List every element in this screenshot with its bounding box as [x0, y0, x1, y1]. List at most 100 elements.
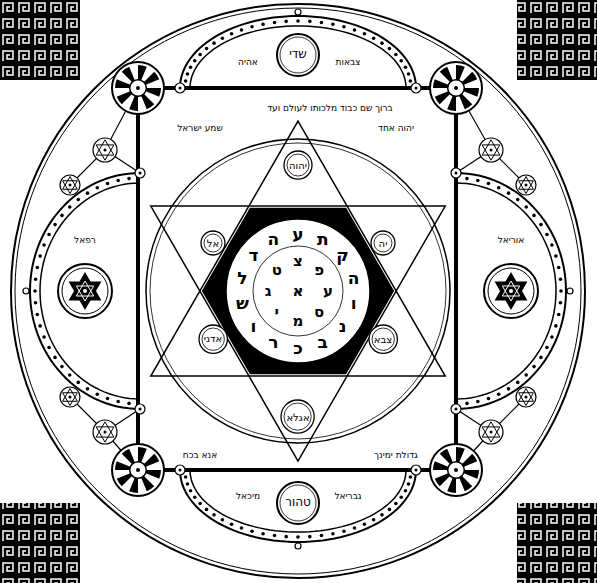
- arch-bead: [399, 59, 403, 63]
- arch-bead: [116, 179, 120, 183]
- circle-outline: [199, 325, 227, 353]
- circle-inner-outline: [284, 403, 311, 430]
- arch-curl: [23, 288, 29, 294]
- arch-bead: [409, 79, 413, 83]
- inscription: גדולת ימינך: [372, 450, 420, 461]
- wheel-hub: [448, 462, 465, 479]
- star-ornament: [60, 175, 80, 195]
- ring-ornament: [451, 404, 461, 414]
- medallion-dot: [83, 289, 87, 293]
- arch-bead: [34, 277, 38, 281]
- ornament-triangle: [519, 177, 534, 190]
- ring-ornament: [411, 83, 421, 93]
- hebrew-letter: נ: [339, 317, 347, 336]
- arch-inner: [456, 183, 556, 399]
- hebrew-letter: ע: [292, 225, 303, 244]
- arch-bead: [261, 532, 265, 536]
- arch-bead: [524, 205, 528, 209]
- arch-bead: [331, 532, 335, 536]
- arch-bead: [76, 198, 80, 202]
- ornament-triangle: [63, 181, 78, 194]
- arch-bead: [394, 53, 398, 57]
- letter-wheel: עתקהונבכרושלדהצפעסמיגטא: [225, 218, 371, 364]
- hebrew-letter: ג: [265, 283, 272, 300]
- arch-bead: [516, 198, 520, 202]
- arch-bead: [184, 79, 188, 83]
- medallion-dot: [509, 289, 513, 293]
- arch-bead: [240, 526, 244, 530]
- arch-bead: [409, 475, 413, 479]
- arch-bead: [487, 397, 491, 401]
- outer-ring: [15, 8, 581, 574]
- wheel-rim: [112, 62, 164, 114]
- arch-bead: [407, 482, 411, 486]
- ring-ornament: [135, 168, 145, 178]
- arch-bead: [507, 191, 511, 195]
- wheel-axle: [136, 86, 140, 90]
- ring-ornament-dot: [415, 87, 418, 90]
- wheel-divider: [253, 246, 343, 336]
- circle-inner-outline: [372, 328, 394, 350]
- arch-bead: [476, 179, 480, 183]
- hebrew-letter: ק: [336, 246, 349, 265]
- inscription: רפאל: [72, 235, 98, 246]
- arch-bead: [47, 346, 51, 350]
- arch-bead: [184, 475, 188, 479]
- arch-bead: [38, 254, 42, 258]
- ring-ornament-dot: [455, 172, 458, 175]
- arch-bead: [407, 72, 411, 76]
- arch-curl: [295, 9, 301, 15]
- arch-bead: [273, 534, 277, 538]
- arch-bead: [35, 313, 39, 317]
- hebrew-name: יה: [379, 238, 388, 249]
- medallion-star: [69, 282, 102, 311]
- wheel-axle: [454, 86, 458, 90]
- arch-bead: [308, 20, 312, 24]
- circle-outline: [371, 231, 395, 255]
- arch-bead: [186, 72, 190, 76]
- ornament-triangle: [482, 422, 500, 437]
- hebrew-letter: ס: [314, 304, 324, 321]
- hebrew-letter: ט: [272, 262, 282, 279]
- ornament-wire: [70, 397, 138, 470]
- outer-ground: [11, 4, 585, 578]
- ornament-triangle: [96, 140, 114, 155]
- star-ornament: [516, 387, 536, 407]
- arch-bead: [68, 205, 72, 209]
- medallion-inner-star: [502, 281, 519, 296]
- wheel-hub: [130, 462, 147, 479]
- ornament-triangle: [63, 389, 78, 402]
- arch-ground: [30, 173, 140, 409]
- wheel-ground: [226, 219, 370, 363]
- ring-ornament-dot: [179, 87, 182, 90]
- medallion-inner-rim: [62, 268, 108, 314]
- arch-bead: [53, 223, 57, 227]
- arch-bead: [95, 186, 99, 190]
- hebrew-letter: ת: [317, 230, 329, 249]
- arch-bead: [193, 59, 197, 63]
- arch-bead: [116, 400, 120, 404]
- ornament-ring: [516, 387, 536, 407]
- circle-outline: [201, 231, 225, 255]
- ornament-dot: [69, 184, 72, 187]
- ornament-triangle: [482, 145, 500, 160]
- spoked-wheel: [430, 444, 482, 496]
- arch-bead: [550, 243, 554, 247]
- arch-bead: [487, 182, 491, 186]
- ring-ornament-dot: [415, 469, 418, 472]
- ornament-ring: [516, 175, 536, 195]
- arch-bead: [35, 266, 39, 270]
- arch-inner: [40, 183, 140, 399]
- arch-bead: [106, 182, 110, 186]
- arch-bead: [205, 47, 209, 51]
- ornament-ring: [93, 420, 117, 444]
- circle-outline: [281, 400, 314, 433]
- arch-bead: [38, 324, 42, 328]
- hebrew-letter: ה: [267, 230, 279, 249]
- arch-ground: [456, 173, 566, 409]
- ornament-triangle: [519, 181, 534, 194]
- ornament-wire: [456, 88, 526, 185]
- arch-bead: [86, 191, 90, 195]
- inscription: מיכאל: [234, 491, 262, 502]
- name-circle: אגלא: [280, 399, 315, 434]
